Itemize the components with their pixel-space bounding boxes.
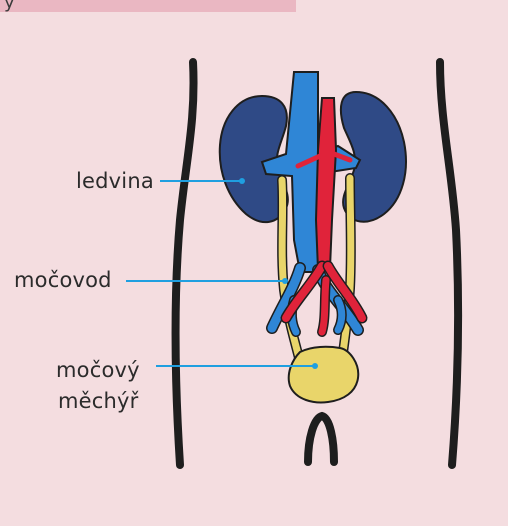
label-bladder-line1: močový	[56, 355, 140, 385]
torso-right-outline	[440, 62, 458, 465]
bladder-icon	[289, 347, 359, 403]
bladder-leader-dot	[312, 363, 318, 369]
label-bladder-line2: měchýř	[58, 386, 139, 416]
kidney-leader-dot	[239, 178, 245, 184]
ureter-leader-dot	[282, 278, 288, 284]
label-ureter: močovod	[14, 265, 112, 295]
label-kidney: ledvina	[76, 166, 154, 196]
torso-left-outline	[176, 62, 194, 465]
legs-outline	[308, 416, 334, 462]
